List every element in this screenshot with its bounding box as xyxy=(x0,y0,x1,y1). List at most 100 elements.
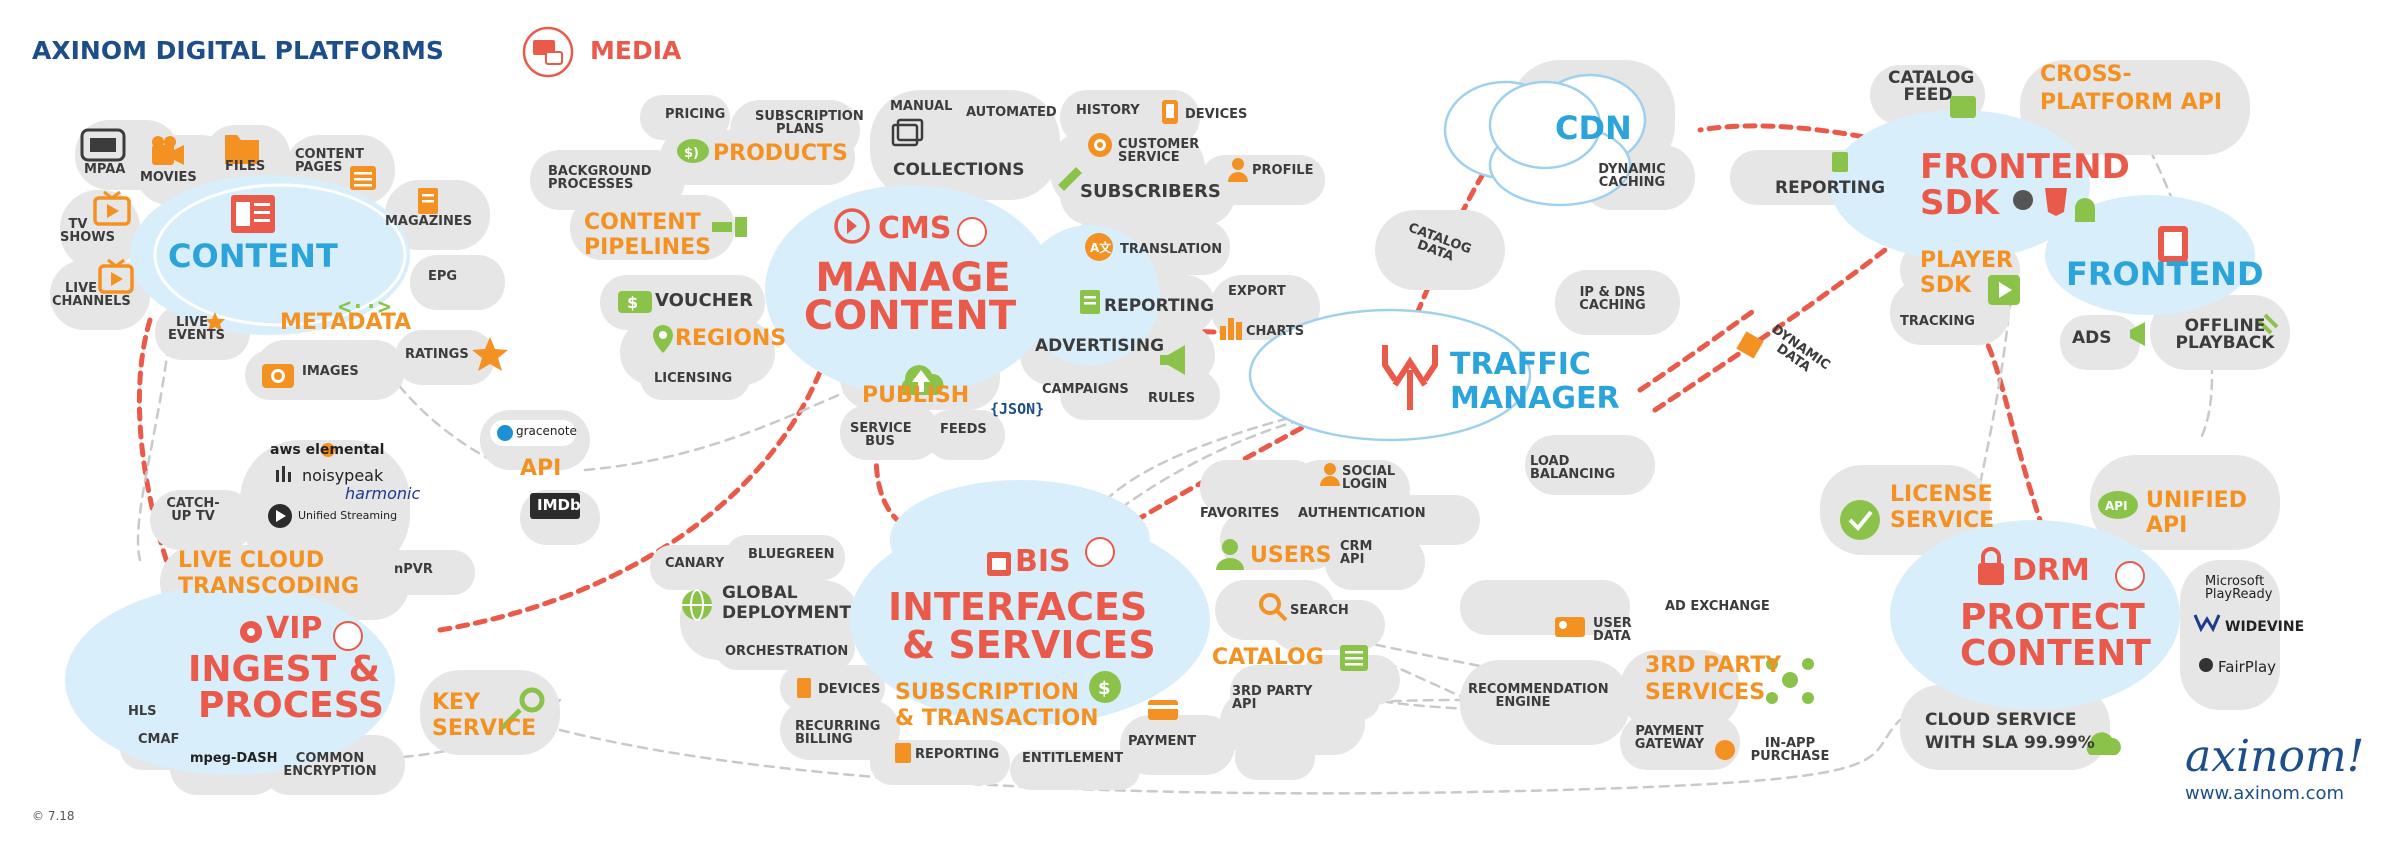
movies-label: MOVIES xyxy=(140,170,197,185)
gateway-icon xyxy=(1715,740,1735,760)
ads-label: ADS xyxy=(2072,328,2112,348)
third-party-line1: 3RD PARTY xyxy=(1645,653,1782,678)
hub-clouds xyxy=(65,110,2255,775)
cloud-sla-line2: WITH SLA 99.99% xyxy=(1925,733,2095,753)
unified-api-line1: UNIFIED xyxy=(2146,488,2247,513)
catalog-label: CATALOG xyxy=(1212,645,1324,670)
epg-label: EPG xyxy=(428,269,458,284)
website-link[interactable]: www.axinom.com xyxy=(2185,783,2345,804)
traffic-title-line1: TRAFFIC xyxy=(1450,347,1591,382)
content-pages-label: CONTENT PAGES xyxy=(295,147,364,175)
key-service-line2: SERVICE xyxy=(432,716,537,741)
frontend-reporting-label: REPORTING xyxy=(1775,178,1886,198)
publish-icon xyxy=(901,365,944,395)
subscription-plans-label: SUBSCRIPTION PLANS xyxy=(755,109,864,137)
license-check-icon xyxy=(1840,500,1880,540)
advertising-label: ADVERTISING xyxy=(1035,336,1165,356)
pipelines-line2: PIPELINES xyxy=(584,235,711,260)
users-icon xyxy=(1216,539,1244,570)
fairplay-icon xyxy=(2199,658,2213,672)
export-label: EXPORT xyxy=(1228,284,1286,299)
customer-service-label: CUSTOMER SERVICE xyxy=(1118,137,1200,165)
tracking-label: TRACKING xyxy=(1900,314,1975,329)
network-icon xyxy=(1766,658,1814,704)
payment-label: PAYMENT xyxy=(1128,734,1197,749)
regions-label: REGIONS xyxy=(675,326,787,351)
reporting-icon xyxy=(1080,290,1100,314)
svg-text:A文: A文 xyxy=(1090,240,1112,255)
globe-icon xyxy=(682,589,712,621)
hls-label: HLS xyxy=(128,704,157,719)
live-events-star-icon xyxy=(205,312,225,331)
charts-icon xyxy=(1220,318,1242,340)
ip-dns-caching-label: IP & DNS CACHING xyxy=(1579,285,1646,313)
subscribers-icon xyxy=(1058,167,1082,191)
content-pages-icon xyxy=(350,166,376,190)
cms-title-line2: CONTENT xyxy=(803,293,1017,339)
in-app-purchase-label: IN-APP PURCHASE xyxy=(1750,736,1830,764)
vip-gear-icon xyxy=(240,621,262,643)
voucher-label: VOUCHER xyxy=(655,290,753,311)
unified-streaming-logo xyxy=(268,504,292,528)
player-sdk-line1: PLAYER xyxy=(1920,248,2013,273)
map-pin-icon xyxy=(653,325,673,353)
cmaf-label: CMAF xyxy=(138,732,180,747)
devices-label: DEVICES xyxy=(1185,107,1248,122)
search-icon xyxy=(1259,593,1288,622)
vip-tag: VIP xyxy=(266,611,323,646)
campaigns-label: CAMPAIGNS xyxy=(1042,382,1129,397)
live-channel-icon xyxy=(98,258,134,294)
users-label: USERS xyxy=(1250,543,1332,568)
api-icon: API xyxy=(2098,491,2138,519)
traffic-title-line2: MANAGER xyxy=(1450,381,1620,416)
crm-api-label: CRM API xyxy=(1340,539,1373,567)
drm-tag: DRM xyxy=(2012,553,2090,588)
voucher-icon: $ xyxy=(618,291,652,313)
service-bus-label: SERVICE BUS xyxy=(850,421,912,449)
offline-playback-label: OFFLINE PLAYBACK xyxy=(2175,316,2275,353)
third-party-line2: SERVICES xyxy=(1645,680,1766,705)
offline-icon xyxy=(2257,313,2279,335)
recurring-billing-label: RECURRING BILLING xyxy=(795,719,881,747)
manual-label: MANUAL xyxy=(890,99,953,114)
version-label: © 7.18 xyxy=(32,809,75,823)
ad-exchange-label: AD EXCHANGE xyxy=(1665,599,1770,614)
canary-label: CANARY xyxy=(665,556,725,571)
user-data-icon xyxy=(1555,617,1585,637)
bis-devices-label: DEVICES xyxy=(818,682,881,697)
tv-shows-label: TV SHOWS xyxy=(60,217,115,245)
cms-icon xyxy=(834,208,870,244)
key-icon xyxy=(500,687,545,730)
bluegreen-label: BLUEGREEN xyxy=(748,547,835,562)
automated-label: AUTOMATED xyxy=(966,105,1057,120)
devices-icon xyxy=(1162,100,1178,124)
traffic-icon xyxy=(1382,345,1438,410)
payment-icon xyxy=(1148,700,1178,720)
gracenote-logo xyxy=(490,420,576,446)
publish-label: PUBLISH xyxy=(862,383,970,408)
cdn-title: CDN xyxy=(1555,109,1632,147)
noisypeak-text: noisypeak xyxy=(302,466,384,485)
magazine-icon xyxy=(418,188,438,214)
frontend-sdk-line2: SDK xyxy=(1920,183,2000,223)
background-processes-label: BACKGROUND PROCESSES xyxy=(548,164,652,192)
content-hub-title: CONTENT xyxy=(168,237,338,275)
drm-title-line1: PROTECT xyxy=(1960,597,2145,638)
lock-icon xyxy=(1978,547,2004,585)
svg-text:<··>: <··> xyxy=(338,295,391,320)
customer-service-icon xyxy=(1088,133,1112,157)
svg-text:API: API xyxy=(2105,499,2128,513)
drm-title-line2: CONTENT xyxy=(1960,633,2151,674)
catalog-feed-icon xyxy=(1950,96,1976,118)
frontend-device-icon xyxy=(2158,226,2188,262)
live-events-label: LIVE EVENTS xyxy=(168,315,225,343)
player-sdk-line2: SDK xyxy=(1920,273,1972,298)
reporting-small-icon xyxy=(895,743,911,763)
dollar-icon: $ xyxy=(1089,671,1121,703)
products-icon: $) xyxy=(677,139,709,163)
npvr-label: nPVR xyxy=(394,562,433,577)
aws-elemental-logo xyxy=(321,443,335,457)
license-service-line1: LICENSE xyxy=(1890,482,1993,507)
pipelines-line1: CONTENT xyxy=(584,210,701,235)
bis-reporting-label: REPORTING xyxy=(915,747,1000,762)
